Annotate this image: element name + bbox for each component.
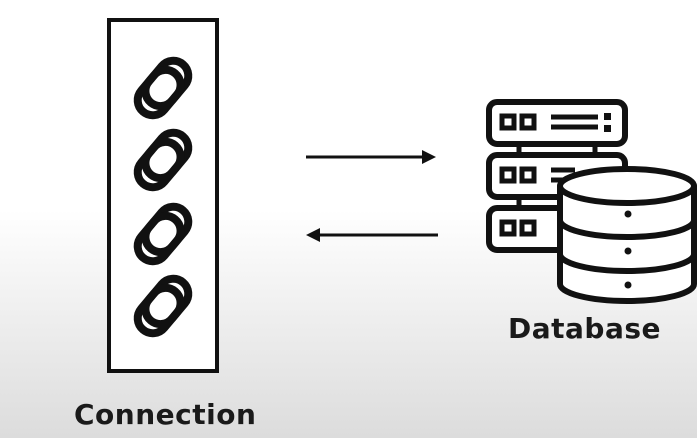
connection-label: Connection (74, 398, 257, 431)
connection-pool-box (107, 18, 219, 373)
database-label: Database (508, 312, 662, 345)
arrow-left-icon (306, 228, 438, 242)
arrow-right-icon (306, 150, 436, 164)
